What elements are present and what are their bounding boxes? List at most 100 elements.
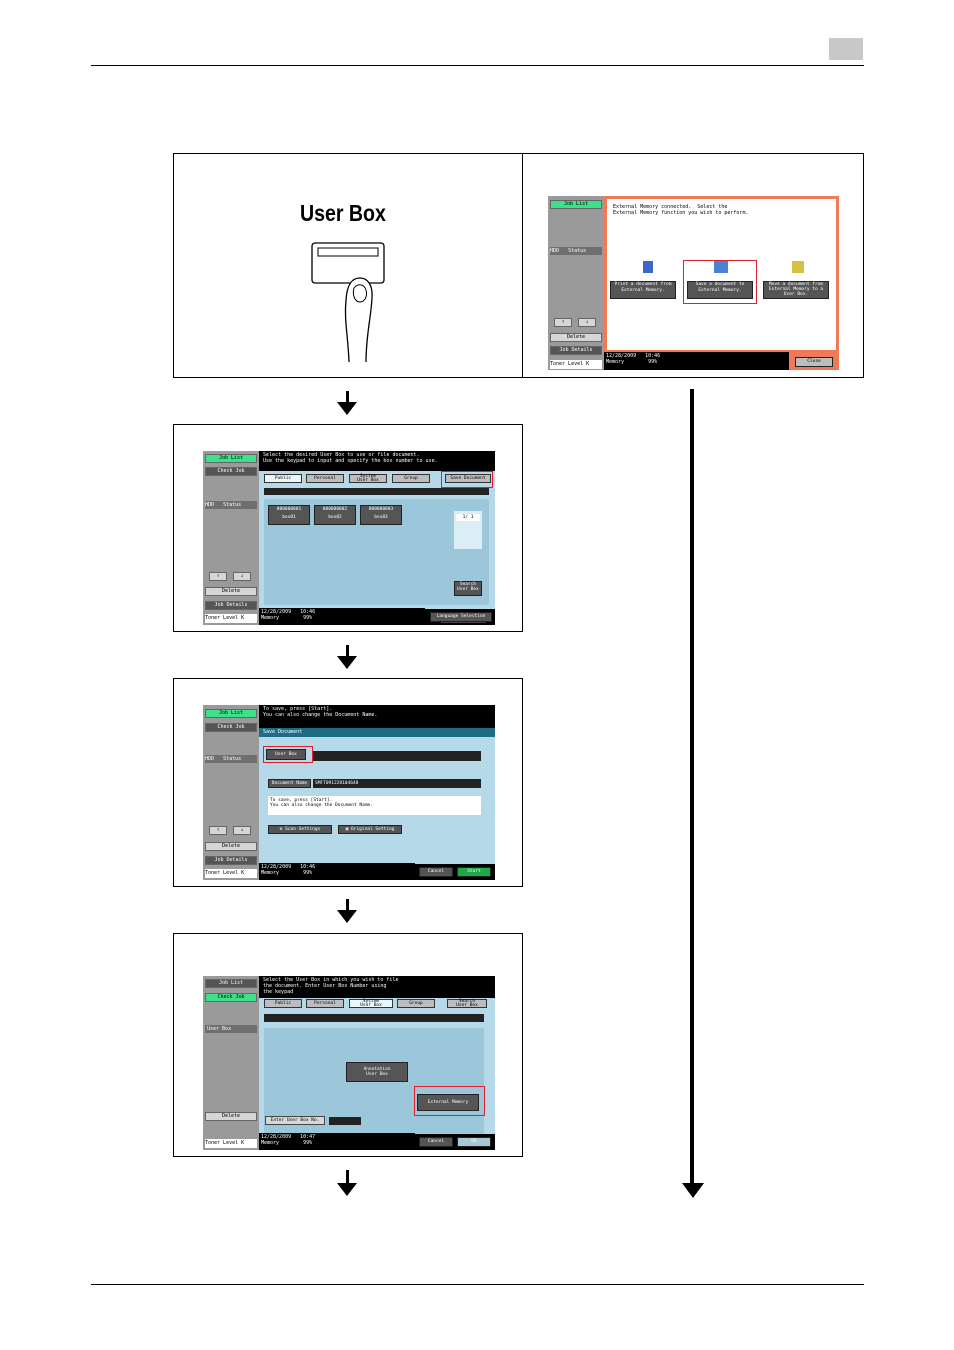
status-tab[interactable]: Status [568,248,587,254]
document-name-button[interactable]: Document Name [268,779,311,788]
panel-sidebar: Job List HDD Status ↑ ↓ Delete Job Detai… [548,196,604,370]
ok-button[interactable]: OK [457,1137,491,1147]
tab-public[interactable]: Public [264,999,302,1008]
select-area: Public Personal System User Box Group Se… [259,998,495,1134]
job-details-button[interactable]: Job Details [205,856,257,865]
original-settings-button[interactable]: ▣ Original Setting [338,825,402,834]
cancel-button[interactable]: Cancel [419,867,453,877]
language-selection-button[interactable]: Language Selection [430,612,492,622]
job-list-button[interactable]: Job List [550,200,602,209]
tab-system-user-box[interactable]: System User Box [349,999,393,1008]
cancel-button[interactable]: Cancel [419,1137,453,1147]
panel-sidebar: Job List Check Job HDD Status ↑ ↓ Delete… [203,705,259,880]
panel-external-memory: Job List HDD Status ↑ ↓ Delete Job Detai… [548,196,839,370]
check-job-button[interactable]: Check Job [205,723,257,732]
box-name: box03 [374,515,388,520]
delete-button[interactable]: Delete [205,1112,257,1121]
user-box-key-label: User Box [300,200,386,226]
finger-press-icon [311,242,385,363]
job-list-button[interactable]: Job List [205,979,257,988]
user-box-item[interactable]: 000000001 box01 [268,505,310,525]
close-button[interactable]: Close [795,357,833,367]
hdd-status-tabs[interactable]: HDD Status [550,247,602,255]
document-name-value[interactable]: SMFT091228104648 [313,779,481,788]
long-flow-arrow [690,389,694,1185]
hdd-status-tabs[interactable]: HDD Status [205,755,257,763]
page-indicator-area: 1/ 1 [454,511,482,549]
tab-personal[interactable]: Personal [306,999,344,1008]
box-name: box01 [282,515,296,520]
flow-arrow-head [337,910,357,923]
start-button[interactable]: Start [457,867,491,877]
save-area: Save Document User Box Document Name SMF… [259,728,495,864]
original-settings-label: Original Setting [351,827,395,832]
save-to-external-button[interactable]: Save a document to External Memory. [687,281,753,299]
flow-arrow [346,1170,349,1184]
status-tab[interactable]: Status [223,502,242,508]
delete-button[interactable]: Delete [205,842,257,851]
header-rule [91,65,864,66]
step-user-box-list: Job List Check Job HDD Status ↑ ↓ Delete… [173,424,523,632]
tab-public[interactable]: Public [264,474,302,483]
delete-button[interactable]: Delete [205,587,257,596]
original-icon: ▣ [345,827,349,832]
box-search-bar [264,1014,484,1022]
hdd-tab[interactable]: HDD [205,502,215,508]
highlight-external-memory [414,1086,485,1116]
tab-save-document[interactable]: Save Document [445,474,491,483]
check-job-button[interactable]: Check Job [205,467,257,476]
status-tab[interactable]: Status [223,756,242,762]
page-indicator: 1/ 1 [456,514,480,521]
scan-icon: ⊕ [279,827,283,832]
tab-group[interactable]: Group [392,474,430,483]
dialog-message: External Memory connected. Select the Ex… [613,204,749,216]
search-user-box-button[interactable]: Search User Box [454,581,482,596]
tab-search-user-box[interactable]: Search User Box [447,999,487,1008]
panel-save-document: Job List Check Job HDD Status ↑ ↓ Delete… [203,705,495,880]
down-arrow-button[interactable]: ↓ [233,826,251,835]
tab-personal[interactable]: Personal [306,474,344,483]
print-usb-icon [643,261,653,273]
up-arrow-button[interactable]: ↑ [209,826,227,835]
print-from-external-button[interactable]: Print a document from External Memory. [610,281,676,299]
job-list-button[interactable]: Job List [205,709,257,718]
box-number: 000000001 [276,507,302,512]
save-document-title: Save Document [259,728,495,737]
move-to-user-box-button[interactable]: Move a document from External Memory to … [763,281,829,299]
flow-arrow-head [337,402,357,415]
scan-settings-button[interactable]: ⊕ Scan Settings [268,825,332,834]
tab-group[interactable]: Group [397,999,435,1008]
job-list-button[interactable]: Job List [205,454,257,463]
panel-main: To save, press [Start]. You can also cha… [259,705,495,880]
panel-sidebar: Job List Check Job User Box Delete Toner… [203,976,259,1150]
down-arrow-button[interactable]: ↓ [233,572,251,581]
hdd-tab[interactable]: HDD [205,756,215,762]
job-details-button[interactable]: Job Details [205,601,257,610]
annotation-user-box-button[interactable]: Annotation User Box [346,1062,408,1082]
enter-user-box-no-button[interactable]: Enter User Box No. [265,1116,325,1125]
job-details-button[interactable]: Job Details [550,346,602,355]
check-job-button[interactable]: Check Job [205,993,257,1002]
toner-level: Toner Level K [550,360,602,369]
scan-settings-label: Scan Settings [285,827,321,832]
hdd-status-tabs[interactable]: HDD Status [205,501,257,509]
user-box-no-field[interactable] [329,1117,361,1125]
step-user-box-key: User Box [173,153,523,378]
step-external-memory: Job List HDD Status ↑ ↓ Delete Job Detai… [522,153,864,378]
up-arrow-button[interactable]: ↑ [209,572,227,581]
down-arrow-button[interactable]: ↓ [578,318,596,327]
up-arrow-button[interactable]: ↑ [554,318,572,327]
status-bar: 12/28/2009 10:47 Memory 99% [259,1133,415,1150]
hdd-tab[interactable]: HDD [550,248,560,254]
toner-level: Toner Level K [205,869,257,878]
panel-select-user-box: Job List Check Job User Box Delete Toner… [203,976,495,1150]
user-box-button[interactable]: User Box [266,749,306,760]
external-memory-button[interactable]: External Memory [417,1094,479,1111]
status-bar: 12/28/2009 10:46 Memory 99% [259,863,415,880]
tab-system-user-box[interactable]: System User Box [349,474,387,483]
panel-user-box: Job List Check Job HDD Status ↑ ↓ Delete… [203,451,495,625]
delete-button[interactable]: Delete [550,333,602,342]
